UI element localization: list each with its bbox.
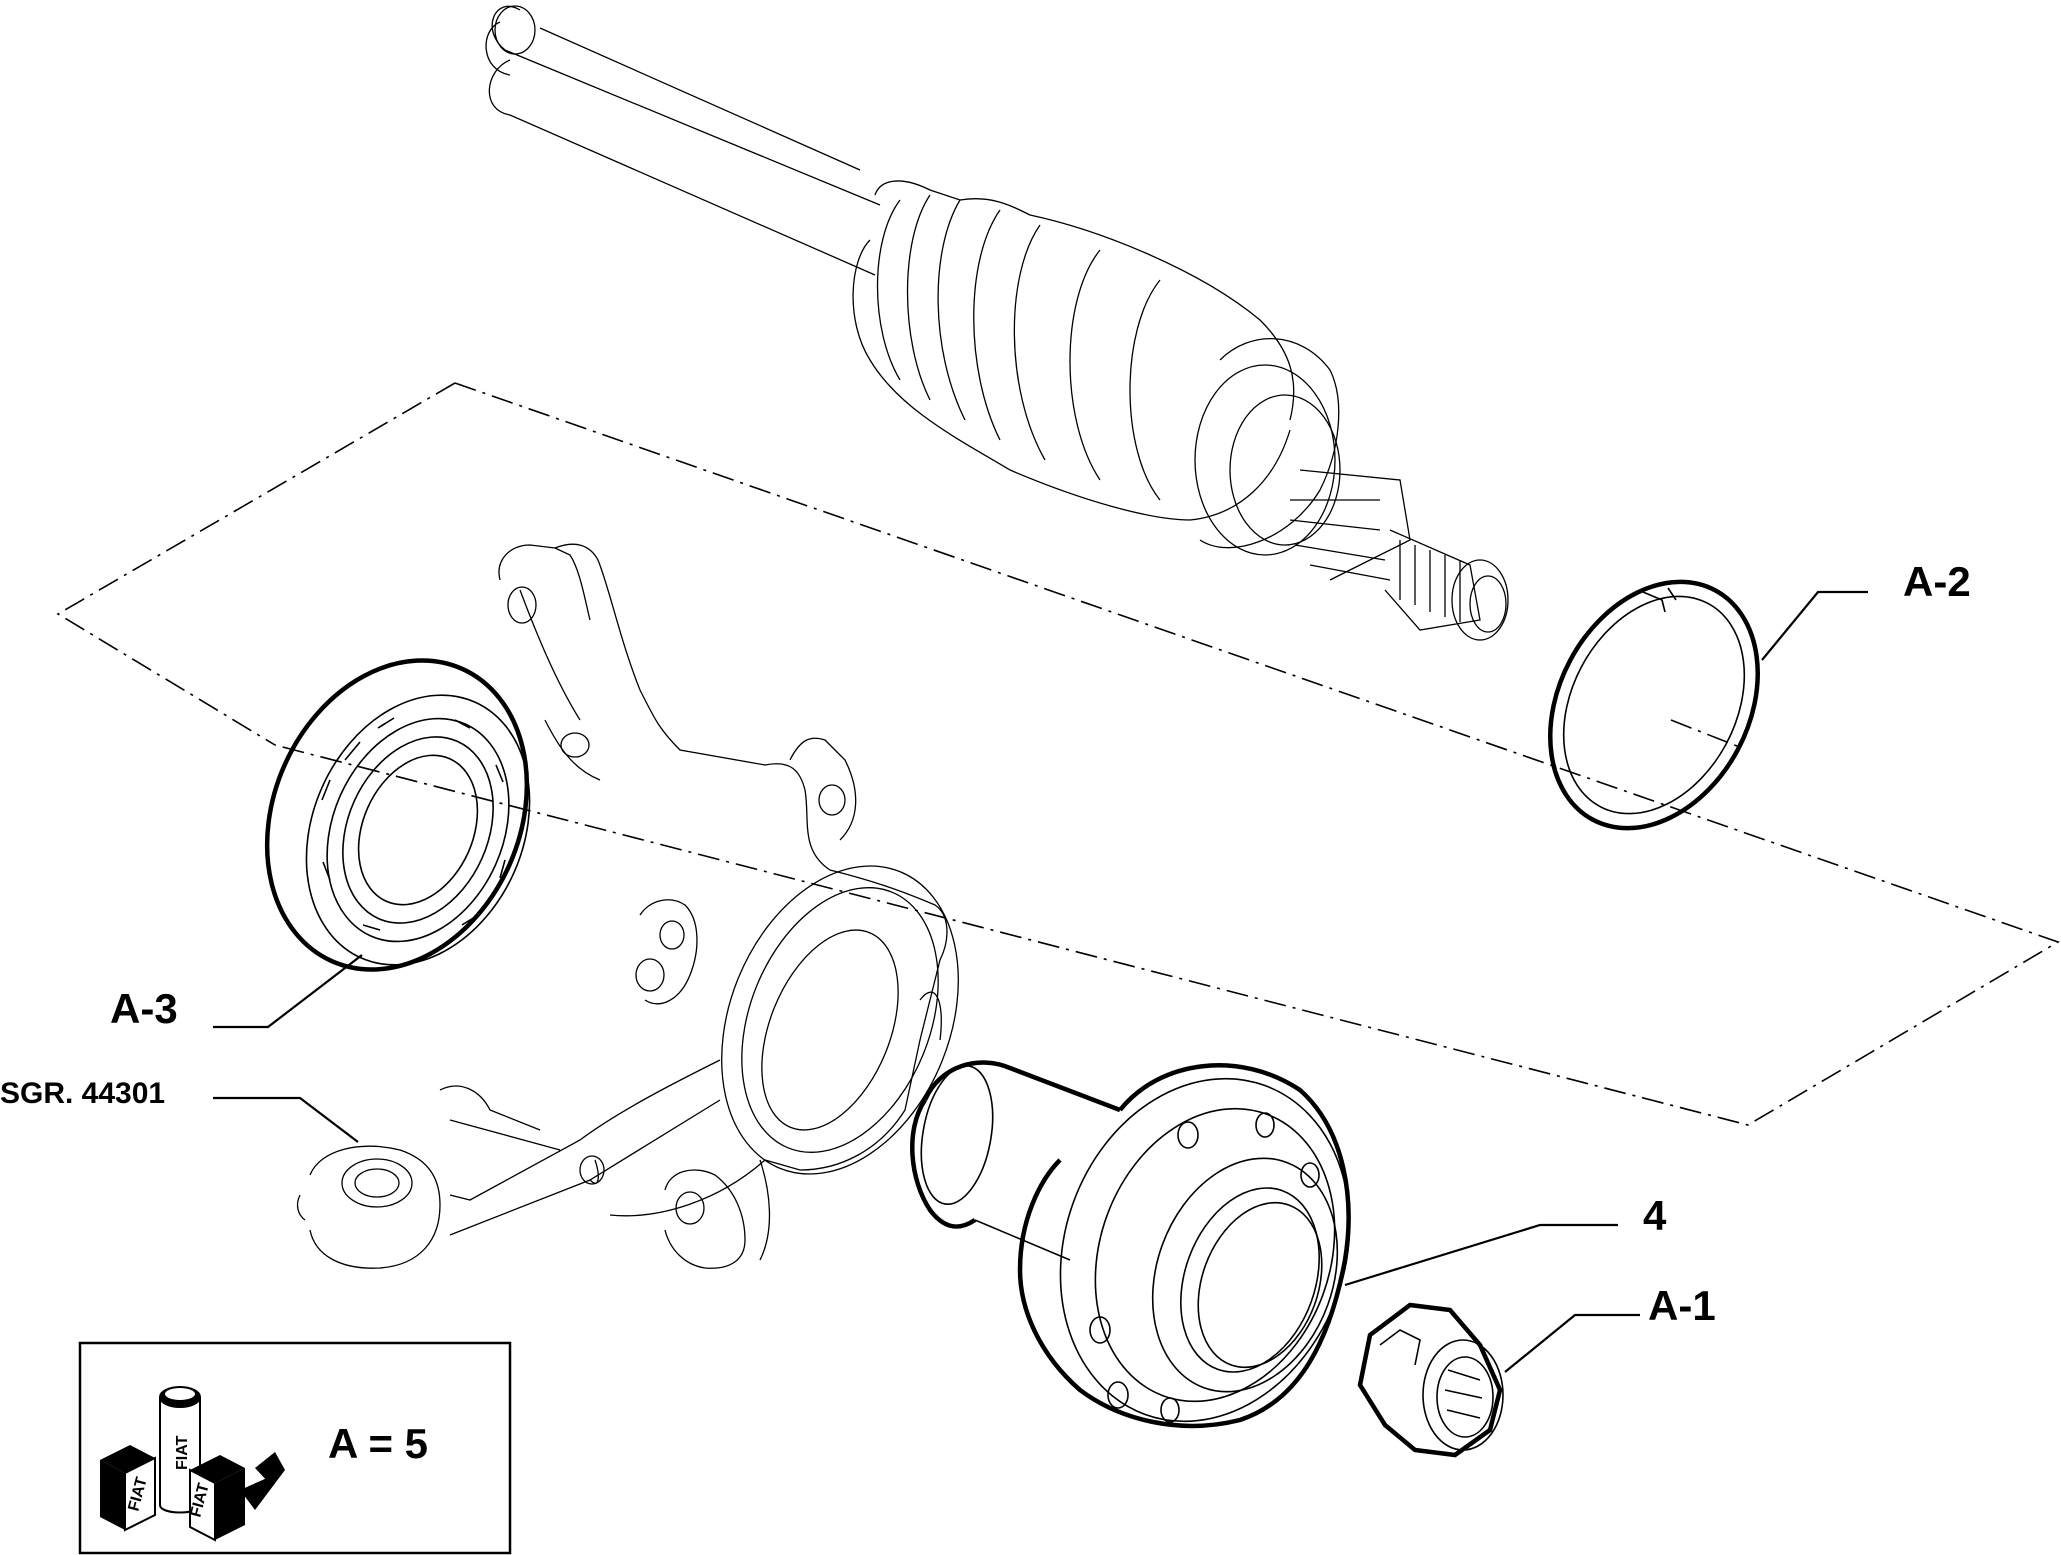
leader-4	[1344, 1223, 1618, 1287]
legend-frame	[78, 1341, 512, 1555]
assembly-boundary	[56, 382, 2060, 1126]
drive-shaft	[485, 5, 1509, 641]
callout-a2: A-2	[1903, 558, 1971, 605]
logo-text-cylinder: FIAT	[174, 1435, 191, 1470]
leader-a1	[1504, 1313, 1640, 1373]
leader-a2	[1761, 590, 1868, 661]
leader-sgr	[213, 1096, 359, 1143]
legend-formula: A = 5	[328, 1420, 428, 1467]
steering-knuckle	[296, 543, 959, 1269]
snap-ring-a2	[1548, 579, 1760, 831]
callout-a3: A-3	[110, 985, 178, 1032]
callout-a1: A-1	[1648, 1282, 1716, 1329]
callout-4: 4	[1643, 1192, 1667, 1239]
wheel-hub-4	[910, 1060, 1351, 1429]
hub-nut-a1	[1357, 1302, 1504, 1458]
leader-a3	[213, 954, 363, 1029]
kit-icon: FIAT FIAT FIAT	[100, 1386, 285, 1542]
callout-sgr: SGR. 44301	[0, 1077, 165, 1110]
quantity-legend: FIAT FIAT FIAT A = 5	[78, 1341, 512, 1555]
wheel-bearing-a3	[264, 658, 531, 972]
